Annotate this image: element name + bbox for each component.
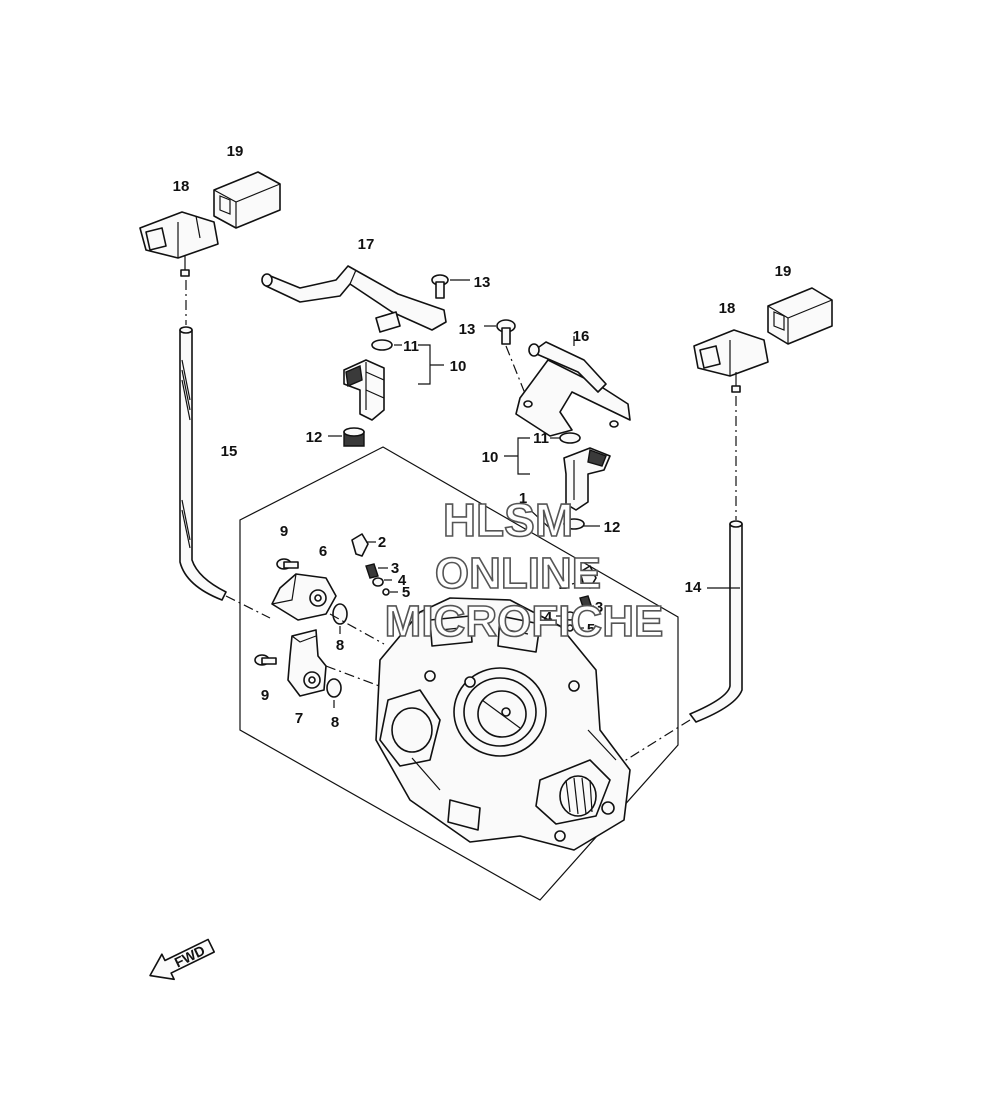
bolt-9-lower	[254, 654, 277, 666]
callout-19-right: 19	[775, 263, 792, 280]
callout-14: 14	[685, 579, 702, 596]
leader-1	[525, 505, 557, 535]
assembly-outline	[239, 446, 679, 901]
callout-18-left: 18	[173, 178, 190, 195]
fuel-injector-10-right	[563, 447, 611, 511]
callout-11-right: 11	[533, 430, 549, 447]
fwd-label: FWD	[172, 942, 208, 970]
callout-19-left: 19	[227, 143, 244, 160]
connector-cap-19-left	[213, 171, 281, 229]
callout-3-left: 3	[391, 560, 399, 577]
callout-9-lower: 9	[261, 687, 269, 704]
callout-8-upper: 8	[336, 637, 344, 654]
callout-3-right: 3	[595, 599, 603, 616]
callout-2-left: 2	[378, 534, 386, 551]
sensor-18-left	[139, 211, 219, 277]
callout-4-left: 4	[398, 572, 407, 589]
watermark-line-3: MICROFICHE	[385, 597, 664, 646]
callout-16: 16	[573, 328, 590, 345]
seal-12-right	[563, 518, 600, 530]
callout-10-right: 10	[482, 449, 499, 466]
callout-9-upper: 9	[280, 523, 288, 540]
connector-cap-19-right	[767, 287, 833, 345]
callout-2-right: 2	[559, 576, 567, 593]
callout-5-left: 5	[402, 584, 410, 601]
callout-5-right: 5	[587, 621, 595, 638]
callout-7: 7	[295, 710, 303, 727]
callout-12-left: 12	[306, 429, 323, 446]
vacuum-hose-14	[609, 520, 743, 771]
seal-12-left	[328, 427, 365, 447]
fuel-injector-10-left	[343, 359, 385, 421]
callout-13-lower: 13	[459, 321, 476, 338]
bolt-13-lower	[484, 319, 527, 397]
o-ring-11-right	[559, 432, 581, 444]
callout-6: 6	[319, 543, 327, 560]
map-sensor-7	[287, 629, 327, 697]
sensor-18-right	[693, 329, 769, 393]
watermark-line-1: HLSM	[443, 494, 573, 546]
callout-8-lower: 8	[331, 714, 339, 731]
leader-7-body	[325, 665, 391, 691]
bracket-10-left	[418, 344, 444, 385]
callout-10-left: 10	[450, 358, 467, 375]
o-ring-8-lower	[326, 678, 342, 698]
bracket-10-right	[504, 437, 530, 475]
vacuum-hose-15	[179, 326, 271, 619]
callout-1: 1	[519, 490, 527, 507]
callout-17: 17	[358, 236, 375, 253]
callout-15: 15	[221, 443, 238, 460]
o-ring-8-upper	[332, 603, 348, 625]
callout-13-upper: 13	[474, 274, 491, 291]
o-ring-11-left	[371, 339, 393, 351]
callout-4-right: 4	[544, 609, 553, 626]
screw-set-right	[556, 565, 597, 632]
throttle-sensor-6	[271, 573, 337, 621]
bolt-13-upper	[431, 274, 470, 299]
callout-18-right: 18	[719, 300, 736, 317]
throttle-body-1	[375, 597, 631, 851]
callout-11-left: 11	[403, 338, 419, 355]
bolt-9-upper	[276, 558, 299, 570]
watermark-line-2: ONLINE	[435, 549, 601, 598]
screw-set-left	[351, 533, 398, 596]
fuel-pipe-17	[261, 265, 447, 333]
callout-12-right: 12	[604, 519, 621, 536]
forward-direction-arrow: FWD	[149, 938, 216, 981]
fuel-pipe-16	[515, 336, 631, 437]
